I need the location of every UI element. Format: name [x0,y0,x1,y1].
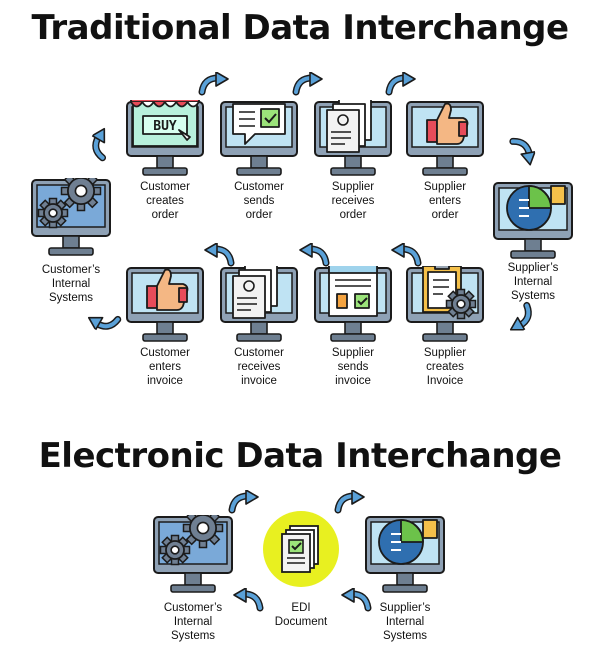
caption-line: Customer’s [41,264,101,276]
caption-line: receives [331,195,375,207]
traditional-title: Traditional Data Interchange [31,8,569,48]
caption-line: order [431,209,459,221]
caption-line: receives [237,361,281,373]
computer-monitor [364,515,446,595]
clipboard-gear-icon [422,266,477,320]
caption-line: Customer [234,181,284,193]
flow-arrow-icon [338,587,372,619]
electronic-title: Electronic Data Interchange [38,436,562,476]
computer-monitor [313,100,393,178]
caption-line: Internal [51,278,91,290]
step-caption: Customer sends order [204,180,314,222]
caption-line: sends [243,195,275,207]
caption-line: Systems [170,630,216,642]
caption-line: order [245,209,273,221]
computer-monitor [30,178,112,258]
flow-arrow-icon [505,137,539,171]
caption-line: Supplier’s [379,602,431,614]
invoice-check-icon [328,266,378,317]
step-caption: EDI Document [246,601,356,629]
flow-arrow-icon [86,306,122,337]
caption-line: Systems [382,630,428,642]
flow-arrow-icon [385,71,419,103]
thumbs-up-icon [426,102,469,145]
caption-line: Customer [140,347,190,359]
step-caption: Customer creates order [110,180,220,222]
flow-arrow-icon [296,242,330,274]
caption-line: Supplier [423,181,467,193]
thumbs-up-icon [146,268,189,311]
caption-line: Supplier [331,181,375,193]
gears-icon [37,178,102,229]
computer-monitor [125,266,205,344]
caption-line: EDI [291,602,311,614]
caption-line: order [151,209,179,221]
flow-arrow-icon [201,242,235,274]
flow-arrow-icon [292,71,326,103]
caption-line: sends [337,361,369,373]
caption-line: Customer’s [163,602,223,614]
caption-line: Document [274,616,328,628]
caption-line: Supplier [331,347,375,359]
caption-line: order [339,209,367,221]
caption-line: Systems [48,292,94,304]
gears-icon [159,515,224,566]
caption-line: Internal [513,276,553,288]
caption-line: Supplier’s [507,262,559,274]
caption-line: Customer [234,347,284,359]
flow-arrow-icon [228,489,262,521]
chat-check-icon [232,103,286,145]
computer-monitor: BUY [125,100,205,178]
step-caption: Customer enters invoice [110,346,220,388]
step-caption: Supplier enters order [390,180,500,222]
svg-text:BUY: BUY [153,119,177,134]
documents-icon [232,266,278,319]
computer-monitor [405,100,485,178]
flow-arrow-icon [198,71,232,103]
flow-arrow-icon [86,127,120,162]
shop-buy-icon: BUY [130,100,200,147]
caption-line: invoice [241,375,277,387]
caption-line: creates [426,361,464,373]
computer-monitor [219,266,299,344]
flow-arrow-icon [334,489,368,521]
step-caption: Supplier sends invoice [298,346,408,388]
caption-line: enters [149,361,181,373]
flow-arrow-icon [388,242,422,274]
computer-monitor [492,181,574,261]
caption-line: Supplier [423,347,467,359]
caption-line: Systems [510,290,556,302]
pie-chart-icon [378,519,438,565]
computer-monitor [405,266,485,344]
edi-document-badge [262,510,340,593]
caption-line: Internal [385,616,425,628]
flow-arrow-icon [230,587,264,619]
caption-line: Internal [173,616,213,628]
caption-line: Invoice [426,375,464,387]
flow-arrow-icon [502,301,536,336]
computer-monitor [152,515,234,595]
step-caption: Supplier receives order [298,180,408,222]
step-caption: Customer receives invoice [204,346,314,388]
pie-chart-icon [506,185,566,231]
caption-line: creates [146,195,184,207]
caption-line: enters [429,195,461,207]
caption-line: invoice [147,375,183,387]
computer-monitor [313,266,393,344]
caption-line: Customer [140,181,190,193]
caption-line: invoice [335,375,371,387]
computer-monitor [219,100,299,178]
documents-icon [326,100,372,153]
edi-document-icon [281,525,319,573]
